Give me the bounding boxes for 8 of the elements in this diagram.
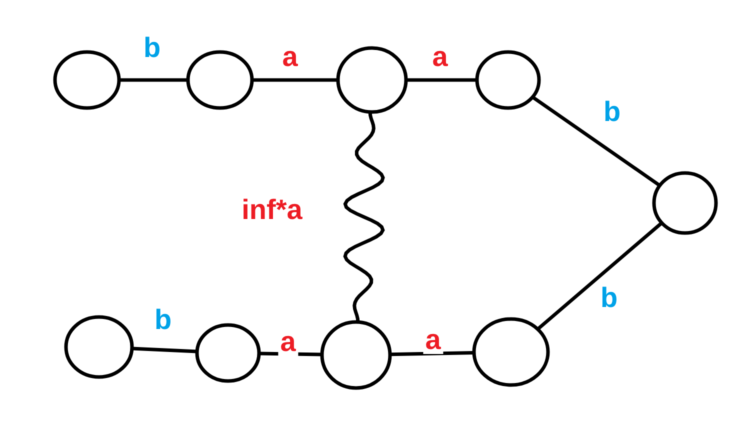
edge-line bbox=[252, 78, 338, 82]
edge-line bbox=[132, 346, 198, 354]
edge-line bbox=[532, 96, 661, 187]
edge-line bbox=[390, 350, 474, 356]
wavy-edge bbox=[343, 112, 385, 322]
edge-line bbox=[119, 78, 188, 82]
edge-line bbox=[536, 222, 663, 330]
edge-line bbox=[406, 78, 477, 82]
